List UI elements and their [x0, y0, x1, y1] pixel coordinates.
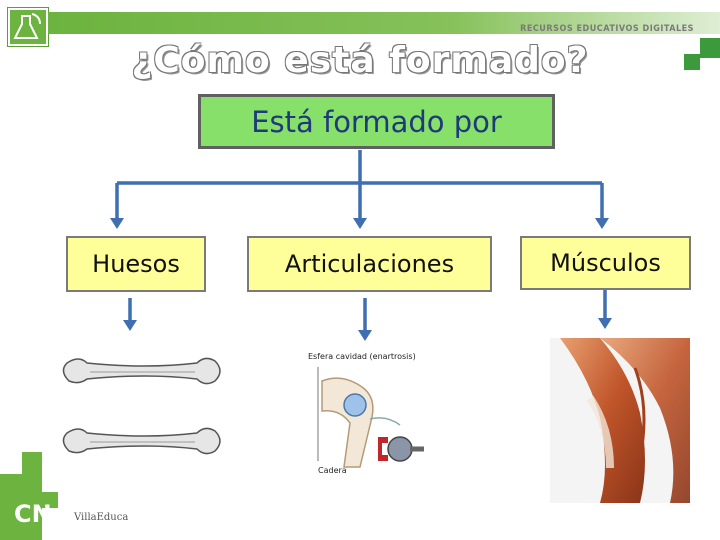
- header-band: RECURSOS EDUCATIVOS DIGITALES: [0, 0, 720, 70]
- root-node: Está formado por: [198, 94, 555, 149]
- muscle-illustration: [550, 338, 690, 503]
- corner-square-decoration: [684, 54, 700, 70]
- node-musculos: Músculos: [520, 236, 691, 290]
- node-articulaciones: Articulaciones: [247, 236, 492, 292]
- header-caption: RECURSOS EDUCATIVOS DIGITALES: [520, 24, 694, 34]
- joint-drawing: [317, 367, 424, 468]
- flask-logo-icon: [8, 8, 48, 46]
- arrow-down-icon: [598, 318, 612, 329]
- node-huesos: Huesos: [66, 236, 206, 292]
- arrow-down-icon: [595, 218, 609, 229]
- arrow-down-icon: [110, 218, 124, 229]
- joint-caption-bottom: Cadera: [318, 466, 347, 475]
- cn-logo-text: CN: [14, 500, 52, 528]
- cn-logo-background: [0, 452, 58, 540]
- slide-title: ¿Cómo está formado?: [131, 40, 589, 81]
- arrow-down-icon: [123, 320, 137, 331]
- header-bar: [48, 12, 720, 34]
- arrow-down-icon: [353, 218, 367, 229]
- arrow-down-icon: [358, 330, 372, 341]
- villaeduca-brand: VillaEduca: [74, 512, 129, 523]
- joint-caption-top: Esfera cavidad (enartrosis): [308, 352, 416, 361]
- hip-joint-illustration: Esfera cavidad (enartrosis) Cadera: [300, 345, 430, 485]
- bones-illustration: [62, 357, 221, 455]
- corner-square-decoration: [700, 38, 720, 58]
